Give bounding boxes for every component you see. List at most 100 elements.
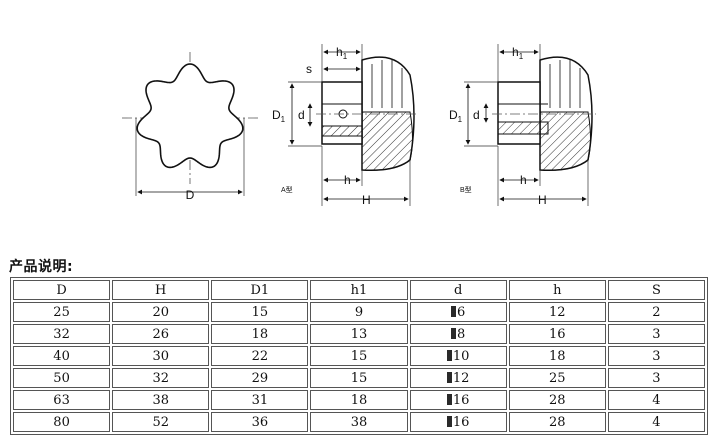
table-cell: 9 bbox=[310, 302, 408, 322]
table-row: 63 38 31 18 16 28 4 bbox=[13, 390, 705, 410]
type-b-h-label: h bbox=[520, 173, 527, 187]
cell-value: 16 bbox=[452, 392, 470, 408]
table-cell: 50 bbox=[13, 368, 111, 388]
cell-value: 18 bbox=[350, 392, 368, 408]
table-cell: 36 bbox=[211, 412, 309, 432]
type-b-h1-label: h1 bbox=[512, 45, 524, 61]
cell-value: 15 bbox=[251, 304, 269, 320]
table-cell: 38 bbox=[310, 412, 408, 432]
table-cell: 16 bbox=[409, 390, 507, 410]
table-cell: 16 bbox=[508, 324, 606, 344]
type-b-d-label: d bbox=[473, 108, 480, 122]
spec-table: D H D1 h1 d h S 25 20 15 9 6 12 2 32 26 18 13 8 16 3 4… bbox=[10, 277, 708, 435]
column-header: D1 bbox=[211, 280, 309, 300]
table-row: 25 20 15 9 6 12 2 bbox=[13, 302, 705, 322]
table-cell: 3 bbox=[607, 346, 705, 366]
table-cell: 28 bbox=[508, 390, 606, 410]
front-view-knob: D bbox=[122, 52, 258, 202]
table-cell: 25 bbox=[508, 368, 606, 388]
table-cell: 4 bbox=[607, 390, 705, 410]
table-cell: 8 bbox=[409, 324, 507, 344]
section-title: 产品说明: bbox=[9, 259, 74, 275]
table-header-row: D H D1 h1 d h S bbox=[13, 280, 705, 300]
table-cell: 6 bbox=[409, 302, 507, 322]
type-b-section: h1 D1 d h H B型 bbox=[449, 44, 596, 207]
thread-glyph-icon bbox=[446, 393, 452, 405]
cell-value: 40 bbox=[53, 348, 70, 364]
table-cell: 4 bbox=[607, 412, 705, 432]
cell-value: 16 bbox=[549, 326, 566, 342]
technical-drawing: D h1 s D1 d h H A型 bbox=[122, 44, 596, 207]
cell-value: 80 bbox=[53, 414, 70, 430]
thread-glyph-icon bbox=[446, 371, 452, 383]
table-cell: 30 bbox=[112, 346, 210, 366]
table-cell: 15 bbox=[310, 368, 408, 388]
type-a-s-label: s bbox=[306, 62, 312, 76]
table-cell: 80 bbox=[13, 412, 111, 432]
table-cell: 40 bbox=[13, 346, 111, 366]
thread-glyph-icon bbox=[446, 349, 452, 361]
cell-value: 28 bbox=[549, 392, 566, 408]
cell-value: 18 bbox=[251, 326, 269, 342]
type-b-tag: B型 bbox=[460, 185, 472, 194]
table-cell: 15 bbox=[211, 302, 309, 322]
type-a-D1-label: D1 bbox=[272, 108, 286, 124]
cell-value: 3 bbox=[652, 326, 661, 342]
thread-glyph-icon bbox=[450, 305, 456, 317]
table-cell: 52 bbox=[112, 412, 210, 432]
cell-value: 25 bbox=[53, 304, 70, 320]
table-cell: 25 bbox=[13, 302, 111, 322]
cell-value: 18 bbox=[549, 348, 566, 364]
column-header: h bbox=[508, 280, 606, 300]
cell-value: 22 bbox=[251, 348, 269, 364]
table-cell: 28 bbox=[508, 412, 606, 432]
cell-value: 32 bbox=[152, 370, 169, 386]
type-b-H-label: H bbox=[538, 193, 547, 207]
table-cell: 12 bbox=[508, 302, 606, 322]
table-cell: 18 bbox=[211, 324, 309, 344]
type-b-D1-label: D1 bbox=[449, 108, 463, 124]
table-cell: 13 bbox=[310, 324, 408, 344]
cell-value: 2 bbox=[652, 304, 661, 320]
table-cell: 26 bbox=[112, 324, 210, 344]
thread-glyph-icon bbox=[450, 327, 456, 339]
cell-value: 26 bbox=[152, 326, 169, 342]
thread-glyph-icon bbox=[446, 415, 452, 427]
table-cell: 22 bbox=[211, 346, 309, 366]
table-cell: 18 bbox=[508, 346, 606, 366]
cell-value: 6 bbox=[456, 304, 466, 320]
column-header: d bbox=[409, 280, 507, 300]
column-header: S bbox=[607, 280, 705, 300]
cell-value: 9 bbox=[354, 304, 364, 320]
table-cell: 18 bbox=[310, 390, 408, 410]
cell-value: 10 bbox=[452, 348, 470, 364]
table-cell: 16 bbox=[409, 412, 507, 432]
cell-value: 3 bbox=[652, 370, 661, 386]
table-cell: 12 bbox=[409, 368, 507, 388]
table-cell: 31 bbox=[211, 390, 309, 410]
table-row: 32 26 18 13 8 16 3 bbox=[13, 324, 705, 344]
cell-value: 13 bbox=[350, 326, 368, 342]
table-cell: 32 bbox=[13, 324, 111, 344]
cell-value: 38 bbox=[152, 392, 169, 408]
cell-value: 8 bbox=[456, 326, 466, 342]
cell-value: 29 bbox=[251, 370, 269, 386]
table-cell: 63 bbox=[13, 390, 111, 410]
type-a-h-label: h bbox=[344, 173, 351, 187]
cell-value: 38 bbox=[350, 414, 368, 430]
cell-value: 15 bbox=[350, 348, 368, 364]
cell-value: 4 bbox=[652, 392, 661, 408]
table-cell: 32 bbox=[112, 368, 210, 388]
cell-value: 32 bbox=[53, 326, 70, 342]
column-header: h1 bbox=[310, 280, 408, 300]
cell-value: 50 bbox=[53, 370, 70, 386]
table-cell: 2 bbox=[607, 302, 705, 322]
cell-value: 3 bbox=[652, 348, 661, 364]
cell-value: 28 bbox=[549, 414, 566, 430]
cell-value: 15 bbox=[350, 370, 368, 386]
column-header: D bbox=[13, 280, 111, 300]
cell-value: 20 bbox=[152, 304, 169, 320]
